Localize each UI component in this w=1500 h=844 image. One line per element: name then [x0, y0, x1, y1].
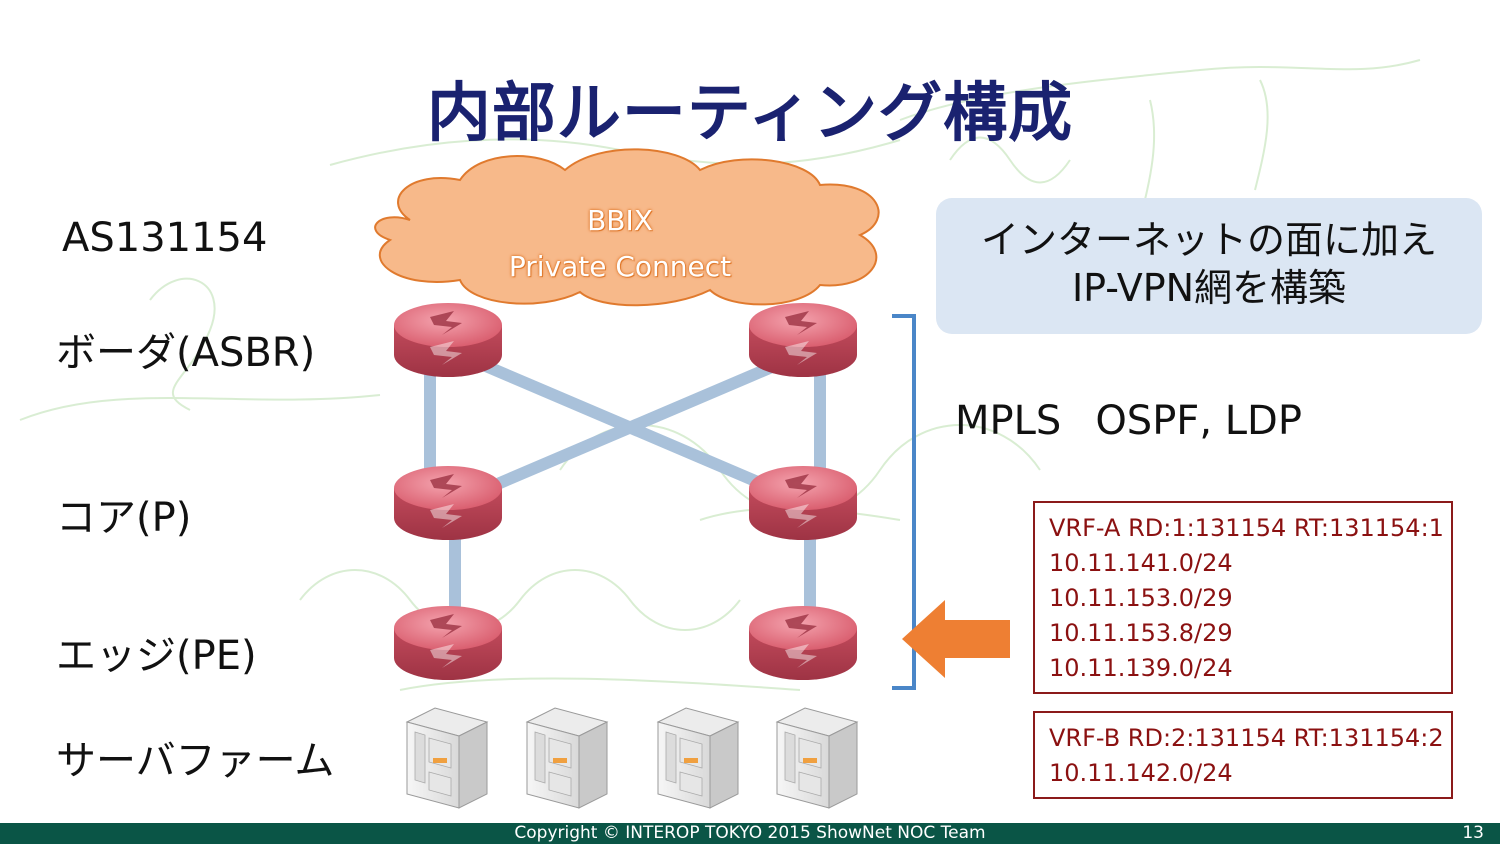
vrf-a-prefix: 10.11.153.0/29 [1049, 584, 1233, 612]
footer-bar: Copyright © INTEROP TOKYO 2015 ShowNet N… [0, 823, 1500, 844]
router-icon [394, 466, 502, 540]
router-icon [749, 303, 857, 377]
mpls-igp: OSPF, LDP [1095, 398, 1302, 444]
server-icon [776, 707, 858, 809]
vrf-a-prefix: 10.11.141.0/24 [1049, 549, 1233, 577]
vrf-b-box: VRF-B RD:2:131154 RT:131154:2 10.11.142.… [1033, 711, 1453, 799]
server-icon [406, 707, 488, 809]
vrf-b-header: VRF-B RD:2:131154 RT:131154:2 [1049, 724, 1444, 752]
cloud-label-line1: BBIX [587, 204, 653, 237]
server-icon [526, 707, 608, 809]
vrf-a-box: VRF-A RD:1:131154 RT:131154:1 10.11.141.… [1033, 501, 1453, 694]
page-number: 13 [1462, 823, 1484, 843]
server-farm-label: サーバファーム [56, 738, 335, 784]
vrf-a-header: VRF-A RD:1:131154 RT:131154:1 [1049, 514, 1444, 542]
border-router-label: ボーダ(ASBR) [56, 330, 316, 376]
footer-copyright: Copyright © INTEROP TOKYO 2015 ShowNet N… [514, 823, 986, 843]
router-icon [749, 466, 857, 540]
core-router-label: コア(P) [56, 495, 192, 541]
server-icon [657, 707, 739, 809]
router-icon [749, 606, 857, 680]
link-cross-right-border-left-core [457, 349, 803, 506]
router-links [424, 349, 826, 640]
bbix-cloud [374, 148, 880, 307]
router-icon [394, 606, 502, 680]
cloud-label-line2: Private Connect [508, 250, 732, 283]
info-line1: インターネットの面に加え [980, 218, 1437, 262]
router-icon [394, 303, 502, 377]
info-callout: インターネットの面に加え IP-VPN網を構築 [936, 198, 1482, 334]
mpls-bracket [892, 314, 916, 690]
mpls-label: MPLS OSPF, LDP [955, 398, 1302, 444]
info-line2: IP-VPN網を構築 [1071, 266, 1347, 310]
as-number-label: AS131154 [62, 215, 268, 261]
vrf-a-prefix: 10.11.153.8/29 [1049, 619, 1233, 647]
arrow-left-icon [902, 600, 1010, 678]
edge-router-label: エッジ(PE) [56, 633, 257, 679]
vrf-a-prefix: 10.11.139.0/24 [1049, 654, 1233, 682]
mpls-protocol: MPLS [955, 398, 1062, 444]
page-title: 内部ルーティング構成 [426, 77, 1074, 151]
vrf-b-prefix: 10.11.142.0/24 [1049, 759, 1233, 787]
